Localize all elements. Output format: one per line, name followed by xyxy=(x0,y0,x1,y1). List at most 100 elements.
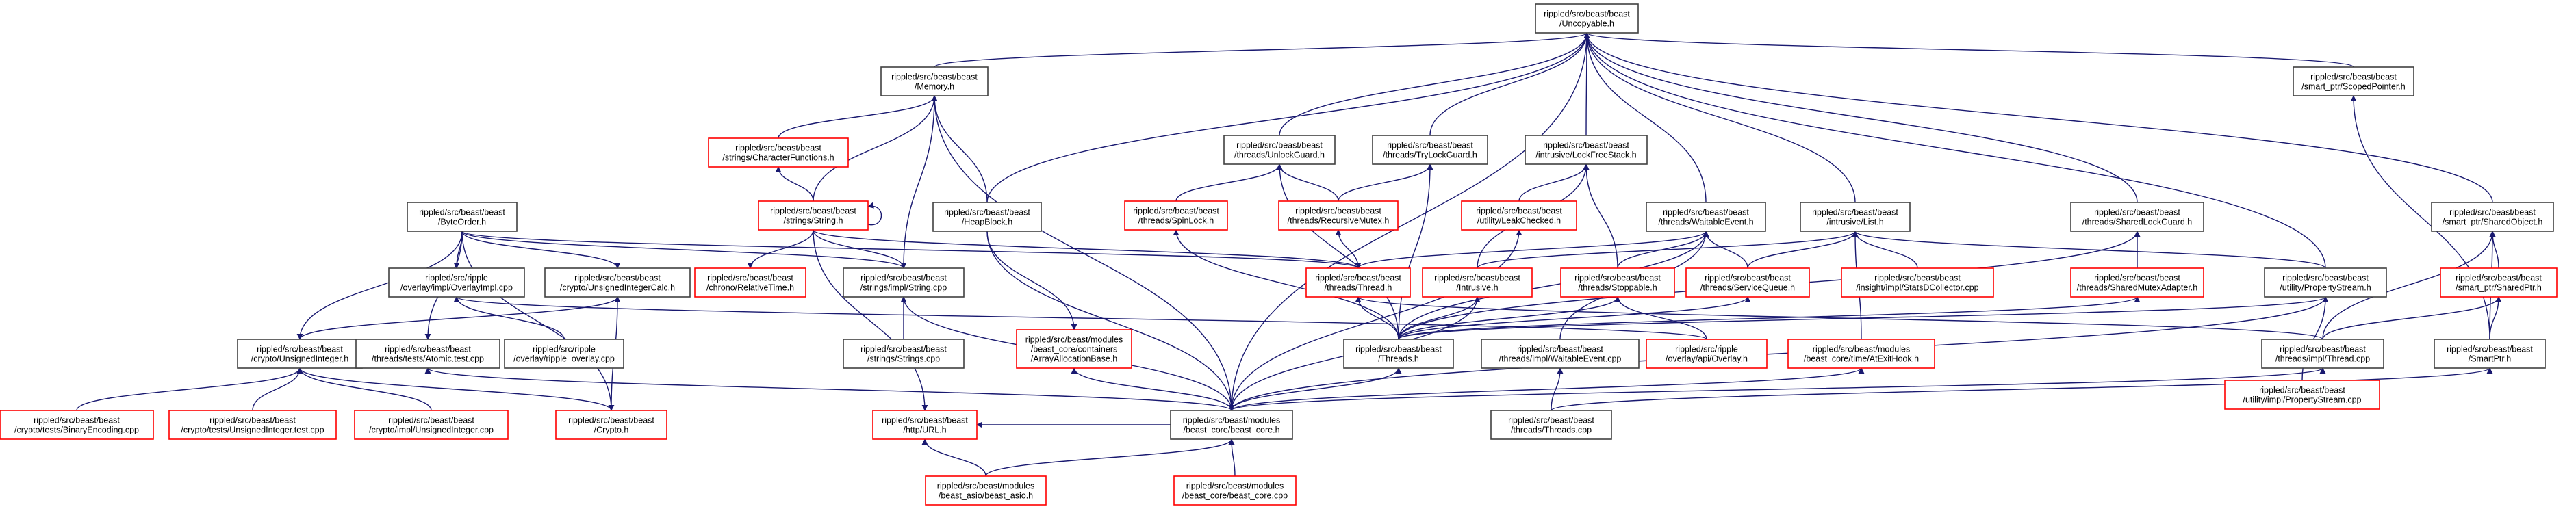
node-heapblock[interactable]: rippled/src/beast/beast/HeapBlock.h xyxy=(932,202,1042,232)
node-string[interactable]: rippled/src/beast/beast/strings/String.h xyxy=(758,200,869,231)
edge-string-to-threadh xyxy=(813,229,1362,269)
node-label-line: rippled/src/beast/beast xyxy=(1874,274,1961,283)
node-propertystream[interactable]: rippled/src/beast/beast/utility/Property… xyxy=(2264,267,2387,298)
node-waitableevent[interactable]: rippled/src/beast/beast/threads/Waitable… xyxy=(1646,202,1766,232)
node-label-line: /intrusive/List.h xyxy=(1826,218,1883,227)
node-box xyxy=(1646,339,1768,369)
node-label-line: /Threads.h xyxy=(1378,354,1419,364)
node-stringcpp[interactable]: rippled/src/beast/beast/strings/impl/Str… xyxy=(843,267,965,298)
node-box xyxy=(2434,339,2546,369)
node-label-line: /beast_core/beast_core.h xyxy=(1183,425,1279,435)
node-box xyxy=(1787,339,1935,369)
node-label-line: rippled/src/beast/beast xyxy=(1476,207,1562,216)
node-label-line: rippled/src/beast/beast xyxy=(385,345,471,354)
node-label-line: /threads/WaitableEvent.h xyxy=(1658,218,1753,227)
node-arrayallocationbase[interactable]: rippled/src/beast/modules/beast_core/con… xyxy=(1016,329,1132,369)
edge-leakchecked-to-lockfreestack xyxy=(1518,163,1590,202)
node-byteorder[interactable]: rippled/src/beast/beast/ByteOrder.h xyxy=(407,202,518,232)
node-intrusiveh[interactable]: rippled/src/beast/beast/Intrusive.h xyxy=(1422,267,1533,298)
node-box xyxy=(237,339,363,369)
node-label-line: rippled/src/beast/beast xyxy=(1574,274,1661,283)
node-label-line: rippled/src/beast/modules xyxy=(1183,416,1280,425)
node-label-line: /strings/Strings.cpp xyxy=(867,354,940,364)
node-threadcpp[interactable]: rippled/src/beast/beast/threads/impl/Thr… xyxy=(2261,339,2384,369)
node-box xyxy=(2431,202,2554,232)
node-trylockguard[interactable]: rippled/src/beast/beast/threads/TryLockG… xyxy=(1372,135,1488,165)
node-smartptr[interactable]: rippled/src/beast/beast/SmartPtr.h xyxy=(2434,339,2546,369)
node-stringscpp[interactable]: rippled/src/beast/beast/strings/Strings.… xyxy=(843,339,965,369)
node-binaryencoding[interactable]: rippled/src/beast/beast/crypto/tests/Bin… xyxy=(0,410,154,440)
edge-waitableevent-to-uncopyable xyxy=(1583,32,1707,203)
node-atomictest[interactable]: rippled/src/beast/beast/threads/tests/At… xyxy=(355,339,500,369)
node-unsignedintegertest[interactable]: rippled/src/beast/beast/crypto/tests/Uns… xyxy=(168,410,337,440)
node-label-line: rippled/src/beast/beast xyxy=(770,207,856,216)
node-scopedpointer[interactable]: rippled/src/beast/beast/smart_ptr/Scoped… xyxy=(2293,66,2414,96)
node-propertystreamcpp[interactable]: rippled/src/beast/beast/utility/impl/Pro… xyxy=(2224,380,2380,410)
edge-stringcpp-to-memory xyxy=(903,95,938,269)
node-relativetime[interactable]: rippled/src/beast/beast/chrono/RelativeT… xyxy=(694,267,806,298)
node-sharedptr[interactable]: rippled/src/beast/beast/smart_ptr/Shared… xyxy=(2440,267,2558,298)
node-stoppable[interactable]: rippled/src/beast/beast/threads/Stoppabl… xyxy=(1560,267,1675,298)
node-beastcoreh[interactable]: rippled/src/beast/modules/beast_core/bea… xyxy=(1170,410,1293,440)
node-lockfreestack[interactable]: rippled/src/beast/beast/intrusive/LockFr… xyxy=(1525,135,1648,165)
edge-spinlock-to-unlockguard xyxy=(1175,163,1283,202)
node-atexithook[interactable]: rippled/src/beast/modules/beast_core/tim… xyxy=(1787,339,1935,369)
node-unsignedintegercpp[interactable]: rippled/src/beast/beast/crypto/impl/Unsi… xyxy=(354,410,509,440)
edge-threadsh-to-spinlock xyxy=(1173,229,1399,340)
edge-intrusivelist-to-uncopyable xyxy=(1583,32,1856,203)
node-label-line: rippled/src/beast/beast xyxy=(1236,141,1323,150)
node-label-line: rippled/src/beast/beast xyxy=(860,345,947,354)
node-uncopyable[interactable]: rippled/src/beast/beast/Uncopyable.h xyxy=(1535,3,1639,34)
node-memory[interactable]: rippled/src/beast/beast/Memory.h xyxy=(880,66,989,96)
node-characterfunctions[interactable]: rippled/src/beast/beast/strings/Characte… xyxy=(708,137,849,168)
node-box xyxy=(1685,267,1810,298)
node-intrusivelist[interactable]: rippled/src/beast/beast/intrusive/List.h xyxy=(1800,202,1911,232)
node-label-line: /crypto/tests/BinaryEncoding.cpp xyxy=(14,425,139,435)
node-sharedlockguard[interactable]: rippled/src/beast/beast/threads/SharedLo… xyxy=(2070,202,2204,232)
node-label-line: /beast_asio/beast_asio.h xyxy=(939,491,1033,501)
edge-cryptoh-to-unsignedinteger xyxy=(296,367,612,411)
edge-threadsh-to-propertystream xyxy=(1398,296,2329,340)
node-box xyxy=(2070,202,2204,232)
node-beastcorecpp[interactable]: rippled/src/beast/modules/beast_core/bea… xyxy=(1173,475,1297,506)
edge-binaryencoding-to-unsignedinteger xyxy=(76,367,303,411)
node-label-line: rippled/src/ripple xyxy=(533,345,596,354)
node-unsignedintegercalc[interactable]: rippled/src/beast/beast/crypto/UnsignedI… xyxy=(544,267,691,298)
edge-threadsh-to-unlockguard xyxy=(1276,163,1399,340)
node-label-line: /http/URL.h xyxy=(903,425,946,435)
node-label-line: rippled/src/beast/beast xyxy=(891,73,978,82)
node-beastasio[interactable]: rippled/src/beast/modules/beast_asio/bea… xyxy=(925,475,1047,506)
node-sharedmutexadapter[interactable]: rippled/src/beast/beast/threads/SharedMu… xyxy=(2070,267,2204,298)
node-threadsh[interactable]: rippled/src/beast/beast/Threads.h xyxy=(1343,339,1454,369)
node-servicequeue[interactable]: rippled/src/beast/beast/threads/ServiceQ… xyxy=(1685,267,1810,298)
edge-unsignedintegertest-to-unsignedinteger xyxy=(252,367,303,411)
node-threadh[interactable]: rippled/src/beast/beast/threads/Thread.h xyxy=(1305,267,1411,298)
node-cryptoh[interactable]: rippled/src/beast/beast/Crypto.h xyxy=(555,410,667,440)
node-rippleoverlay[interactable]: rippled/src/ripple/overlay/ripple_overla… xyxy=(504,339,624,369)
node-label-line: rippled/src/beast/beast xyxy=(568,416,654,425)
node-label-line: /threads/SpinLock.h xyxy=(1138,216,1214,226)
node-overlayimpl[interactable]: rippled/src/ripple/overlay/impl/OverlayI… xyxy=(388,267,525,298)
node-leakchecked[interactable]: rippled/src/beast/beast/utility/LeakChec… xyxy=(1461,200,1577,231)
node-statsdcollector[interactable]: rippled/src/beast/beast/insight/impl/Sta… xyxy=(1841,267,1994,298)
node-box xyxy=(843,339,965,369)
node-threadscpp[interactable]: rippled/src/beast/beast/threads/Threads.… xyxy=(1490,410,1612,440)
node-overlayh[interactable]: rippled/src/ripple/overlay/api/Overlay.h xyxy=(1646,339,1768,369)
node-label-line: /threads/SharedLockGuard.h xyxy=(2082,218,2193,227)
edge-threadsh-to-trylockguard xyxy=(1398,163,1433,340)
node-label-line: rippled/src/beast/modules xyxy=(1025,335,1123,345)
node-unlockguard[interactable]: rippled/src/beast/beast/threads/UnlockGu… xyxy=(1223,135,1336,165)
node-unsignedinteger[interactable]: rippled/src/beast/beast/crypto/UnsignedI… xyxy=(237,339,363,369)
node-label-line: /smart_ptr/SharedPtr.h xyxy=(2456,283,2542,293)
node-urlh[interactable]: rippled/src/beast/beast/http/URL.h xyxy=(872,410,978,440)
edge-threadcpp-to-threadh xyxy=(1355,296,2323,340)
edge-string-to-stringcpp xyxy=(813,229,907,269)
node-box xyxy=(1646,202,1766,232)
node-sharedobject[interactable]: rippled/src/beast/beast/smart_ptr/Shared… xyxy=(2431,202,2554,232)
node-recursivemutex[interactable]: rippled/src/beast/beast/threads/Recursiv… xyxy=(1278,200,1399,231)
edge-threadh-to-waitableevent xyxy=(1357,231,1709,269)
node-spinlock[interactable]: rippled/src/beast/beast/threads/SpinLock… xyxy=(1124,200,1228,231)
edge-byteorder-to-threadh xyxy=(461,231,1362,269)
node-waitableeventcpp[interactable]: rippled/src/beast/beast/threads/impl/Wai… xyxy=(1481,339,1640,369)
dependency-edges xyxy=(76,32,2502,477)
